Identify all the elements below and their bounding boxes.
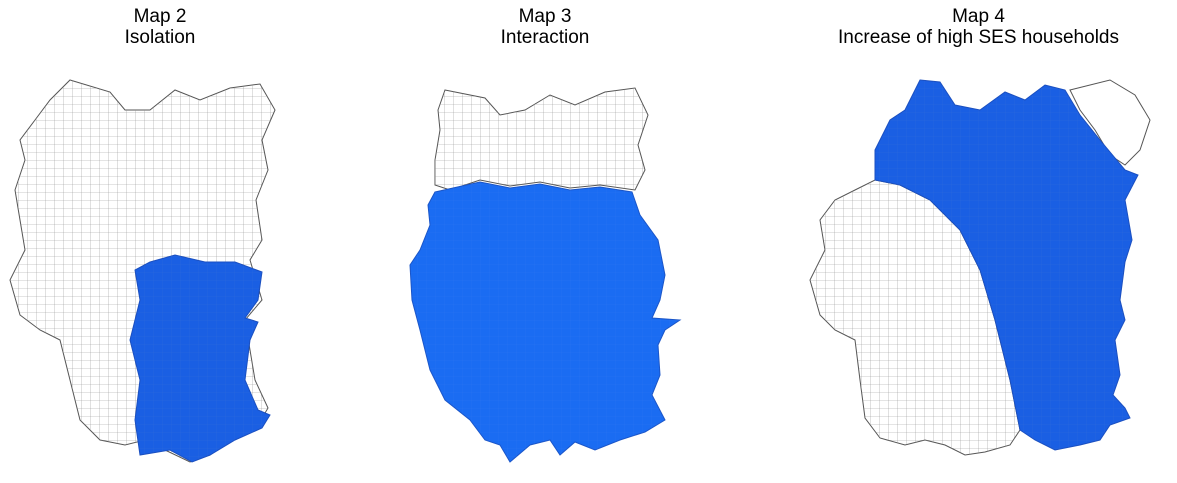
map-4-title-block: Map 4 Increase of high SES households (780, 6, 1177, 48)
map-panel-2: Map 2 Isolation (0, 0, 380, 483)
map-4-subtitle: Increase of high SES households (838, 27, 1119, 48)
map-3-choropleth (409, 87, 682, 463)
map-2-choropleth (9, 79, 276, 463)
map-panel-3: Map 3 Interaction (390, 0, 780, 483)
map-3-title: Map 3 (518, 6, 572, 27)
map-panel-4: Map 4 Increase of high SES households (780, 0, 1177, 483)
map-2-title-block: Map 2 Isolation (0, 6, 320, 48)
map-2-subtitle: Isolation (124, 27, 196, 48)
map-3-subtitle: Interaction (500, 27, 590, 48)
map-4-northeast-area (1069, 79, 1151, 166)
map-4-choropleth (809, 79, 1151, 456)
map-3-title-block: Map 3 Interaction (390, 6, 700, 48)
map-2-title: Map 2 (133, 6, 187, 27)
map-4-title: Map 4 (952, 6, 1005, 27)
